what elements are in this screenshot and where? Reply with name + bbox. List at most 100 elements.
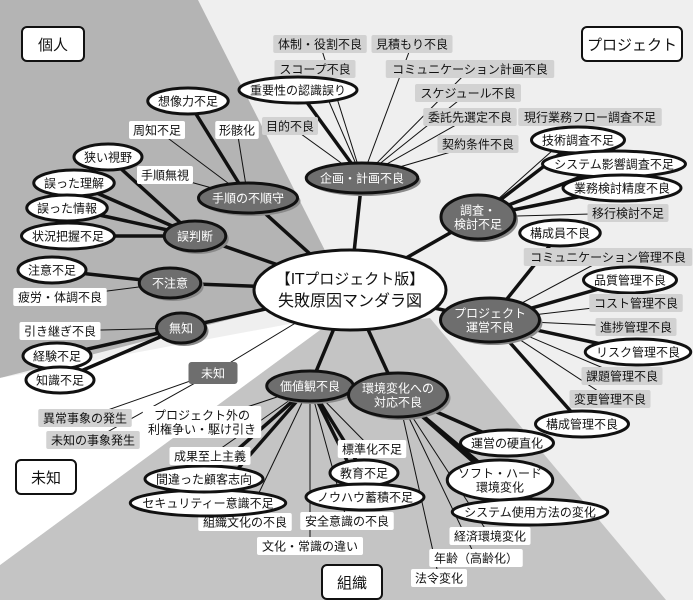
leaf-current-flow[interactable]: 現行業務フロー調査不足 <box>518 108 662 126</box>
leaf-anomaly[interactable]: 異常事象の発生 <box>38 409 132 427</box>
node-label: 見積もり不良 <box>376 36 448 51</box>
node-label: コスト管理不良 <box>594 295 678 310</box>
leaf-member[interactable]: 構成員不良 <box>518 218 602 248</box>
leaf-estimate[interactable]: 見積もり不良 <box>371 35 453 53</box>
node-label: 変更管理不良 <box>574 391 646 406</box>
leaf-contract[interactable]: 契約条件不良 <box>437 135 519 153</box>
hub-ignorance[interactable]: 無知 <box>155 311 209 346</box>
node-label: 引き継ぎ不良 <box>24 323 96 338</box>
hub-investigation[interactable]: 調査・検討不足 <box>439 193 518 242</box>
leaf-education[interactable]: 教育不足 <box>328 458 400 488</box>
leaf-scope[interactable]: スコープ不良 <box>274 60 356 78</box>
leaf-wrong-info[interactable]: 誤った情報 <box>25 193 109 223</box>
leaf-security[interactable]: セキュリティー意識不足 <box>128 488 288 518</box>
node-label: システム影響調査不足 <box>554 156 674 171</box>
leaf-experience[interactable]: 経験不足 <box>21 341 93 371</box>
leaf-notice[interactable]: 周知不足 <box>129 121 185 139</box>
leaf-biz-review[interactable]: 業務検討精度不良 <box>561 173 683 203</box>
node-label: 知識不足 <box>36 373 84 387</box>
category-box-project: プロジェクト <box>581 26 683 62</box>
hub-planning[interactable]: 企画・計画不良 <box>304 161 421 196</box>
node-label: 企画・計画不良 <box>320 170 404 185</box>
leaf-age[interactable]: 年齢（高齢化） <box>429 549 523 567</box>
leaf-cost[interactable]: コスト管理不良 <box>589 294 683 312</box>
hub-procedure[interactable]: 手順の不順守 <box>197 181 301 216</box>
node-label: 経験不足 <box>33 348 81 363</box>
node-label: 周知不足 <box>133 123 181 137</box>
leaf-situation[interactable]: 状況把握不足 <box>20 221 116 251</box>
leaf-comm-plan[interactable]: コミュニケーション計画不良 <box>385 60 555 78</box>
leaf-imagination[interactable]: 想像力不足 <box>146 86 230 116</box>
leaf-sys-impact[interactable]: システム影響調査不足 <box>541 149 687 179</box>
leaf-risk[interactable]: リスク管理不良 <box>583 337 693 367</box>
hub-misjudgment[interactable]: 誤判断 <box>162 219 229 254</box>
node-label: 体制・役割不良 <box>278 36 362 51</box>
leaf-migration[interactable]: 移行検討不足 <box>587 204 669 222</box>
node-label: 手順無視 <box>141 167 189 182</box>
leaf-results[interactable]: 成果至上主義 <box>169 447 251 465</box>
leaf-config[interactable]: 構成管理不良 <box>534 409 630 439</box>
leaf-purpose[interactable]: 目的不良 <box>262 117 318 135</box>
node-label: 標準化不足 <box>342 441 402 456</box>
leaf-customer[interactable]: 間違った顧客志向 <box>143 464 265 494</box>
node-label: 誤った理解 <box>44 175 104 190</box>
node-label: スケジュール不良 <box>420 85 515 100</box>
leaf-knowhow[interactable]: ノウハウ蓄積不足 <box>304 482 426 512</box>
leaf-standard[interactable]: 標準化不足 <box>337 440 407 458</box>
node-label: 安全意識の不良 <box>305 513 389 528</box>
leaf-knowledge[interactable]: 知識不足 <box>24 365 96 395</box>
leaf-handover[interactable]: 引き継ぎ不良 <box>19 322 101 340</box>
leaf-law[interactable]: 法令変化 <box>411 569 467 587</box>
category-box-individual: 個人 <box>21 26 85 62</box>
node-label: コミュニケーション管理不良 <box>530 249 686 264</box>
node-label: 間違った顧客志向 <box>156 471 252 486</box>
leaf-importance[interactable]: 重要性の認識誤り <box>237 75 359 105</box>
hub-carelessness[interactable]: 不注意 <box>137 266 204 301</box>
node-label: ノウハウ蓄積不足 <box>317 489 413 504</box>
node-label: 手順の不順守 <box>212 191 284 205</box>
leaf-fatigue[interactable]: 疲労・体調不良 <box>13 288 107 306</box>
leaf-quality[interactable]: 品質管理不良 <box>582 265 678 295</box>
leaf-safety[interactable]: 安全意識の不良 <box>300 512 394 530</box>
leaf-change[interactable]: 変更管理不良 <box>569 390 651 408</box>
node-label: 狭い視野 <box>84 149 132 164</box>
leaf-progress[interactable]: 進捗管理不良 <box>595 318 677 336</box>
leaf-usage[interactable]: システム使用方法の変化 <box>450 497 610 527</box>
node-label: 契約条件不良 <box>442 136 514 151</box>
node-label: 目的不良 <box>266 118 314 133</box>
leaf-formality[interactable]: 形骸化 <box>215 121 259 139</box>
node-label: 無知 <box>169 320 193 335</box>
leaf-org-culture[interactable]: 組織文化の不良 <box>198 513 292 531</box>
hub-values[interactable]: 価値観不良 <box>265 369 357 404</box>
leaf-narrow[interactable]: 狭い視野 <box>72 142 144 172</box>
center-title-node: 【ITプロジェクト版】失敗原因マンダラ図 <box>252 248 448 332</box>
leaf-ignore-proc[interactable]: 手順無視 <box>137 166 193 184</box>
leaf-comm-mgmt[interactable]: コミュニケーション管理不良 <box>523 248 693 266</box>
node-label: ソフト・ハード <box>458 466 542 480</box>
leaf-tech[interactable]: 技術調査不足 <box>530 125 626 155</box>
leaf-issue[interactable]: 課題管理不良 <box>581 367 663 385</box>
leaf-schedule[interactable]: スケジュール不良 <box>415 84 521 102</box>
leaf-culture-diff[interactable]: 文化・常識の違い <box>257 537 363 555</box>
leaf-economy[interactable]: 経済環境変化 <box>449 527 531 545</box>
node-label: 課題管理不良 <box>586 368 658 383</box>
node-label: 業務検討精度不良 <box>574 180 670 195</box>
title-line-1: 【ITプロジェクト版】 <box>276 270 425 288</box>
node-label: 誤判断 <box>177 228 213 243</box>
hub-unknown[interactable]: 未知 <box>188 362 238 384</box>
leaf-wrong-understanding[interactable]: 誤った理解 <box>32 168 116 198</box>
leaf-attention[interactable]: 注意不足 <box>16 255 88 285</box>
leaf-structure[interactable]: 体制・役割不良 <box>273 35 367 53</box>
node-label: 構成管理不良 <box>546 416 618 431</box>
leaf-vendor[interactable]: 委託先選定不良 <box>423 108 517 126</box>
leaf-unknown-event[interactable]: 未知の事象発生 <box>46 431 140 449</box>
node-label: 委託先選定不良 <box>428 109 512 124</box>
leaf-rigid[interactable]: 運営の硬直化 <box>459 428 555 458</box>
node-label: 誤った情報 <box>37 200 97 215</box>
node-label: 価値観不良 <box>280 378 340 393</box>
